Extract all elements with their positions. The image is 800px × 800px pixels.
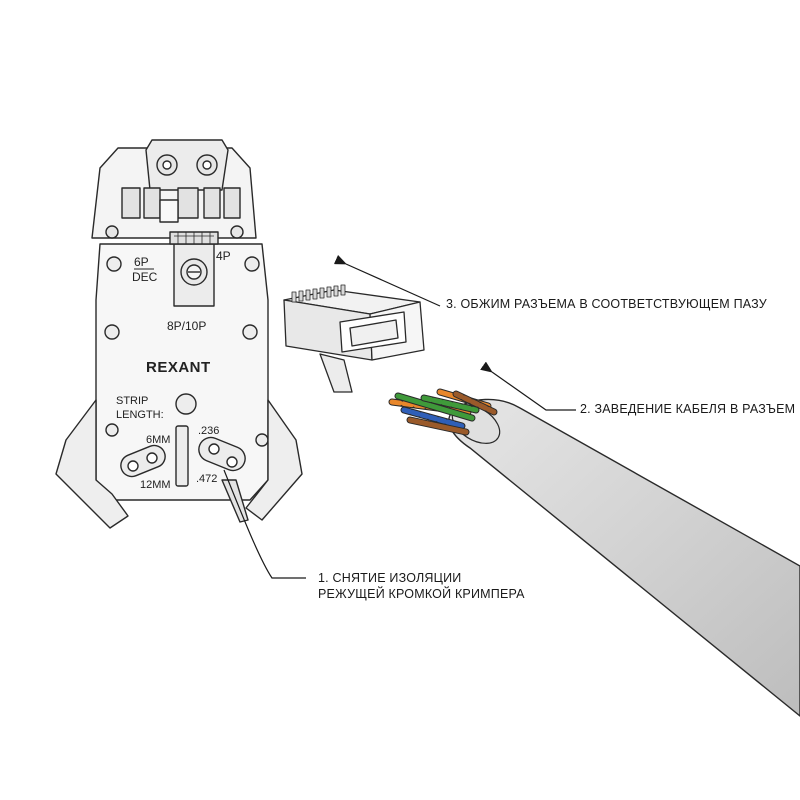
wire-blue	[401, 407, 465, 429]
brand-logo: REXANT	[146, 359, 211, 376]
arrow-step3	[333, 254, 441, 307]
leader-step1	[223, 469, 306, 579]
step1-label-line2: РЕЖУЩЕЙ КРОМКОЙ КРИМПЕРА	[318, 586, 525, 601]
crimping-tool	[55, 139, 303, 529]
bolt-icon	[104, 324, 120, 340]
cable-jacket	[448, 398, 800, 717]
strip-slot-right	[198, 436, 246, 472]
connector-latch	[319, 353, 353, 393]
size-label-6mm: 6MM	[146, 434, 170, 446]
inch-label-472: .472	[196, 473, 217, 485]
die-teeth	[121, 187, 241, 223]
port-label-4p: 4P	[216, 249, 231, 263]
strip-blade-slot	[175, 425, 189, 487]
bolt-icon	[242, 324, 258, 340]
step2-label: 2. ЗАВЕДЕНИЕ КАБЕЛЯ В РАЗЪЕМ	[580, 402, 795, 416]
callout-arrows	[223, 254, 576, 579]
bolt-icon	[105, 423, 119, 437]
size-label-12mm: 12MM	[140, 479, 171, 491]
tool-labels: 6P DEC 4P 8P/10P REXANT STRIP LENGTH: 6M…	[116, 249, 231, 491]
connector-contacts	[291, 284, 346, 303]
inch-label-236: .236	[198, 425, 219, 437]
strip-length-label-2: LENGTH:	[116, 409, 164, 421]
rj45-connector	[283, 284, 425, 393]
cutter-blade	[221, 479, 249, 523]
twisted-pairs	[388, 388, 498, 436]
wire-green	[395, 393, 475, 421]
port-label-dec: DEC	[132, 270, 158, 284]
wire-brown	[407, 417, 469, 435]
tool-front-plate	[95, 243, 269, 501]
arrow-step2	[480, 361, 576, 411]
strip-slot-left	[120, 444, 166, 478]
step3-label: 3. ОБЖИМ РАЗЪЕМА В СООТВЕТСТВУЮЩЕМ ПАЗУ	[446, 297, 767, 311]
bolt-icon	[255, 433, 269, 447]
network-cable	[388, 388, 800, 717]
port-label-8p10p: 8P/10P	[167, 319, 206, 333]
bolt-icon	[175, 393, 197, 415]
tool-handle-right	[245, 399, 303, 521]
tool-handle-left	[55, 399, 129, 529]
strip-length-label: STRIP	[116, 395, 148, 407]
step1-label-line1: 1. СНЯТИЕ ИЗОЛЯЦИИ	[318, 571, 461, 585]
bolt-icon	[106, 256, 122, 272]
port-label-6p: 6P	[134, 255, 149, 269]
bolt-icon	[244, 256, 260, 272]
